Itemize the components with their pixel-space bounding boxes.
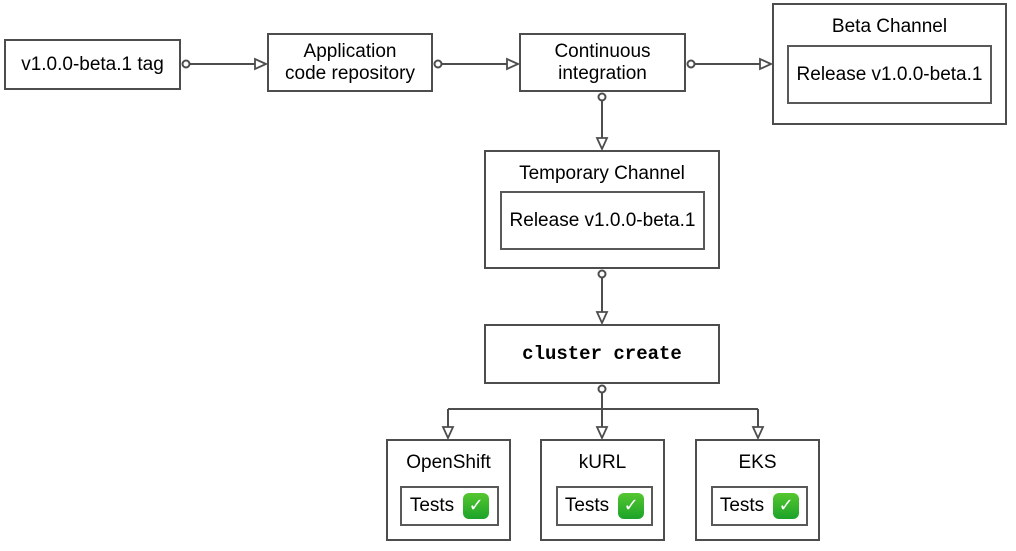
node-platform-kurl: kURL Tests ✓ (540, 439, 665, 541)
temporary-channel-release-label: Release v1.0.0-beta.1 (509, 209, 696, 231)
node-platform-openshift: OpenShift Tests ✓ (386, 439, 511, 541)
kurl-tests-box: Tests ✓ (556, 486, 653, 526)
eks-tests-label: Tests (719, 495, 765, 516)
beta-channel-release-label: Release v1.0.0-beta.1 (796, 63, 983, 85)
connector-ci-to-temporary-channel (595, 92, 609, 152)
application-code-repository-label: Application code repository (285, 40, 415, 84)
connector-cluster-create-to-platforms (441, 384, 765, 441)
node-continuous-integration: Continuous integration (519, 33, 686, 92)
check-mark-button-icon: ✓ (773, 493, 800, 519)
openshift-title: OpenShift (406, 452, 491, 473)
check-mark-button-icon: ✓ (618, 493, 645, 519)
connector-ci-to-beta-channel (686, 57, 774, 71)
connector-tag-to-repo (181, 57, 269, 71)
connector-repo-to-ci (433, 57, 521, 71)
beta-channel-release-box: Release v1.0.0-beta.1 (787, 45, 992, 104)
eks-title: EKS (738, 452, 777, 473)
openshift-tests-box: Tests ✓ (400, 486, 499, 526)
node-temporary-channel: Temporary Channel Release v1.0.0-beta.1 (484, 150, 720, 269)
temporary-channel-release-box: Release v1.0.0-beta.1 (500, 191, 705, 250)
node-platform-eks: EKS Tests ✓ (695, 439, 820, 541)
version-tag-label: v1.0.0-beta.1 tag (21, 53, 164, 75)
beta-channel-title: Beta Channel (831, 16, 948, 37)
node-application-code-repository: Application code repository (267, 33, 433, 92)
cluster-create-label: cluster create (522, 343, 682, 365)
openshift-tests-label: Tests (409, 495, 455, 516)
temporary-channel-title: Temporary Channel (519, 163, 685, 184)
node-version-tag: v1.0.0-beta.1 tag (4, 39, 181, 90)
kurl-title: kURL (578, 452, 627, 473)
node-beta-channel: Beta Channel Release v1.0.0-beta.1 (772, 3, 1007, 125)
connector-temporary-channel-to-cluster-create (595, 269, 609, 326)
eks-tests-box: Tests ✓ (711, 486, 808, 526)
check-mark-button-icon: ✓ (463, 493, 490, 519)
continuous-integration-label: Continuous integration (554, 40, 651, 84)
kurl-tests-label: Tests (564, 495, 610, 516)
node-cluster-create: cluster create (484, 324, 720, 384)
